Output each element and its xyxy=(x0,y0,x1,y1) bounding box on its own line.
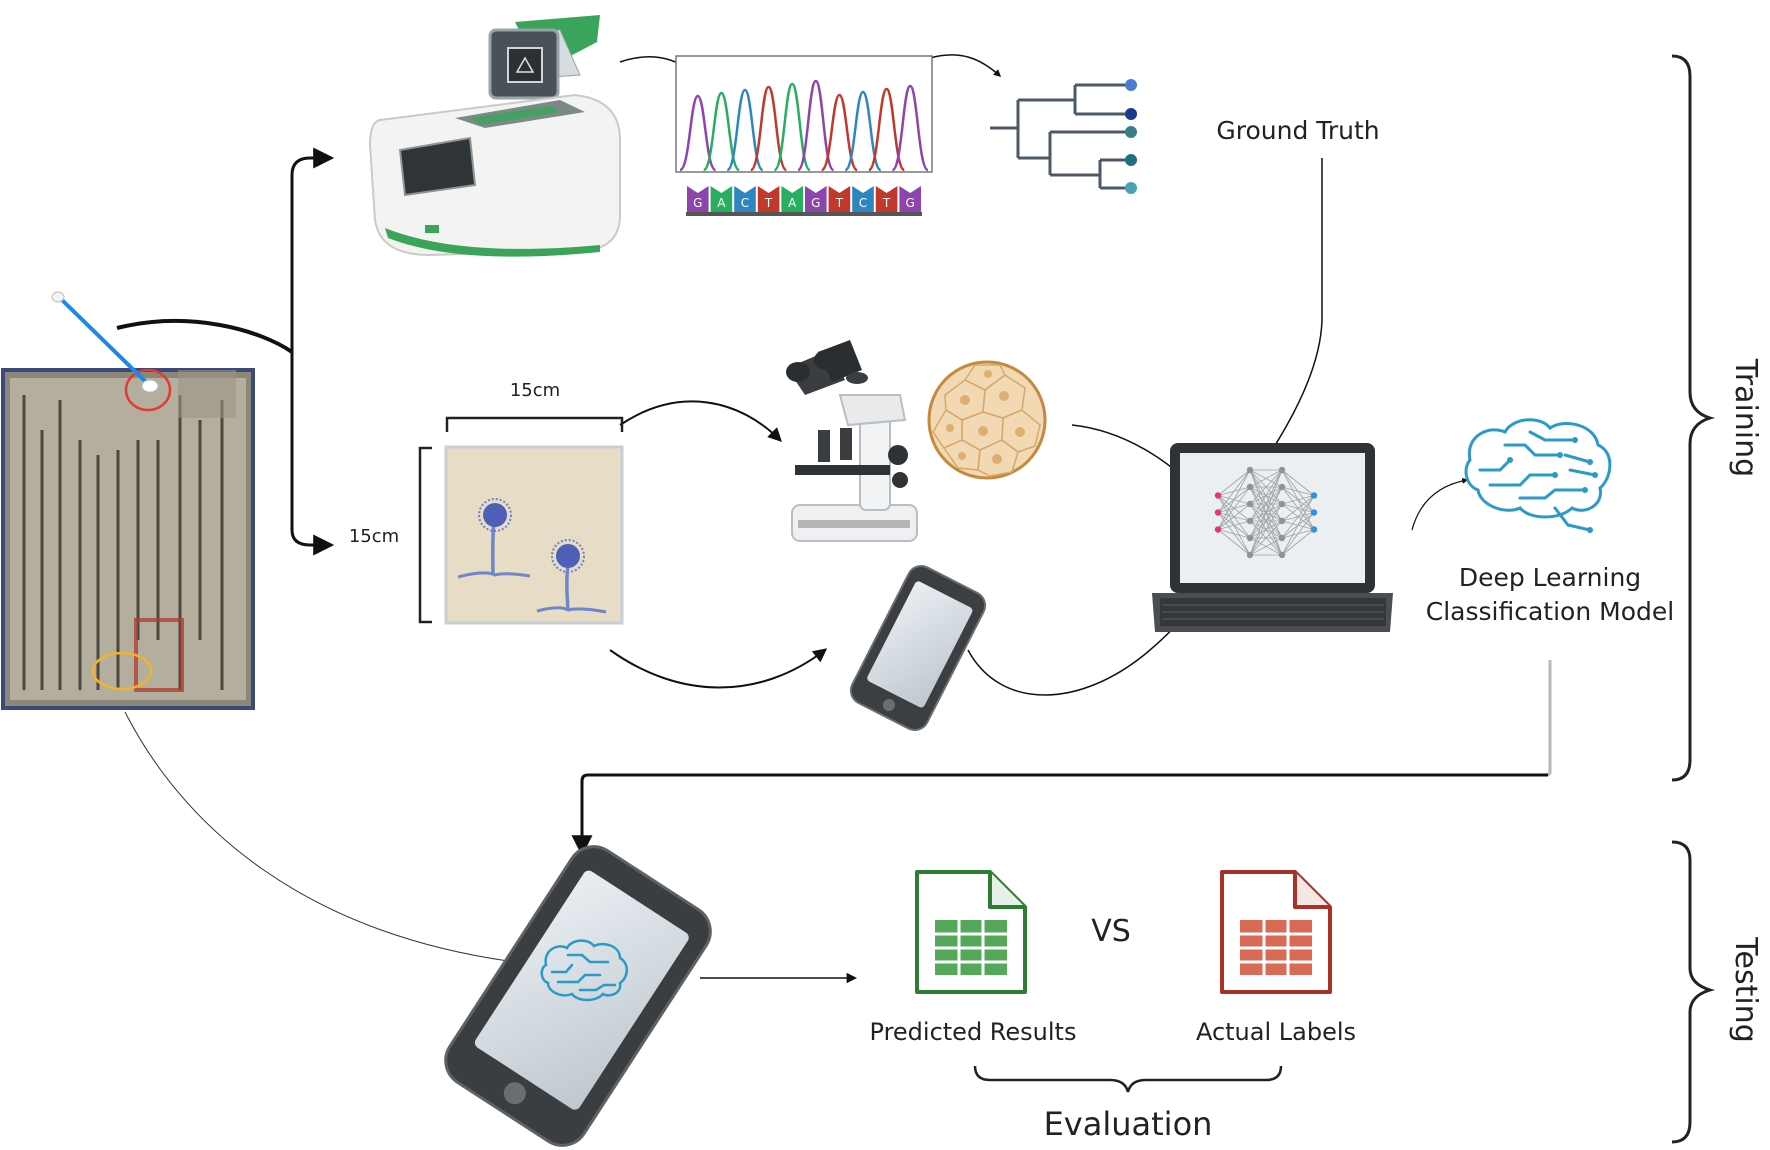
brain-nodes xyxy=(1507,437,1598,533)
base-chip-A: A xyxy=(710,186,733,212)
smartphone-testing-icon xyxy=(444,845,712,1147)
network-node xyxy=(1278,551,1286,559)
tree-nodes xyxy=(1125,79,1137,194)
width-dimension-label: 15cm xyxy=(510,380,560,401)
network-node xyxy=(1246,483,1254,491)
base-letter: T xyxy=(882,196,891,210)
model-label-line1: Deep Learning xyxy=(1459,563,1641,592)
base-chip-T: T xyxy=(875,186,898,212)
microscopy-cell-image xyxy=(927,360,1047,480)
network-node xyxy=(1214,492,1222,499)
network-node xyxy=(1246,466,1254,474)
microscope-icon xyxy=(786,340,918,542)
chromatogram-peaks xyxy=(678,79,930,172)
peak-G xyxy=(891,84,930,172)
network-node xyxy=(1278,483,1286,491)
network-node xyxy=(1278,534,1286,542)
neural-network-edges xyxy=(1217,469,1315,556)
base-chip-G: G xyxy=(805,186,827,212)
network-node xyxy=(1278,500,1286,508)
ground-truth-label: Ground Truth xyxy=(1216,116,1379,145)
swab-icon xyxy=(51,291,159,393)
peak-A xyxy=(773,82,812,172)
network-node xyxy=(1246,500,1254,508)
testing-brace xyxy=(1671,840,1716,1144)
model-label-line2: Classification Model xyxy=(1426,597,1674,626)
base-letter: G xyxy=(811,196,820,210)
testing-label: Testing xyxy=(1728,936,1763,1042)
culture-plate: 15cm 15cm xyxy=(349,380,624,625)
actual-labels-label: Actual Labels xyxy=(1196,1018,1356,1046)
base-letter: G xyxy=(693,196,702,210)
base-letter: C xyxy=(859,196,867,210)
network-node xyxy=(1310,509,1318,516)
network-node xyxy=(1278,466,1286,474)
base-letter: T xyxy=(835,196,844,210)
manuscript-image xyxy=(1,368,255,710)
height-dimension-label: 15cm xyxy=(349,526,399,547)
sample-circle-red xyxy=(124,368,172,412)
training-brace xyxy=(1671,54,1716,782)
laptop-icon xyxy=(1152,443,1393,632)
network-node xyxy=(1278,517,1286,525)
vs-label: VS xyxy=(1091,914,1131,949)
connectors xyxy=(116,54,1552,984)
sample-circle-yellow xyxy=(91,651,153,691)
network-node xyxy=(1214,509,1222,516)
base-chip-G: G xyxy=(687,186,709,212)
actual-labels-doc-icon xyxy=(1220,870,1332,994)
brain-circuit-icon xyxy=(1464,418,1612,532)
base-letter: C xyxy=(741,196,749,210)
phone-brain-icon xyxy=(540,939,628,1002)
network-node xyxy=(1310,492,1318,499)
predicted-results-doc-icon xyxy=(915,870,1027,994)
base-chip-A: A xyxy=(781,186,803,212)
network-node xyxy=(1214,526,1222,533)
phylogenetic-tree-icon xyxy=(990,83,1130,190)
predicted-results-label: Predicted Results xyxy=(870,1018,1077,1046)
network-node xyxy=(1246,534,1254,542)
base-letter: G xyxy=(906,196,915,210)
base-letter: A xyxy=(717,196,726,210)
training-label: Training xyxy=(1728,358,1763,477)
network-node xyxy=(1310,526,1318,533)
fungus-colony-right xyxy=(536,539,607,614)
base-chip-T: T xyxy=(828,186,851,212)
smartphone-training-icon xyxy=(849,565,987,731)
base-letter: T xyxy=(764,196,773,210)
base-chip-C: C xyxy=(852,186,874,212)
base-chip-T: T xyxy=(757,186,780,212)
network-node xyxy=(1246,517,1254,525)
base-chip-C: C xyxy=(734,186,756,212)
neural-network-nodes xyxy=(1214,466,1318,559)
evaluation-brace xyxy=(973,1065,1283,1093)
base-chip-G: G xyxy=(899,186,921,212)
fungus-colony-left xyxy=(457,498,531,579)
network-node xyxy=(1246,551,1254,559)
peak-G xyxy=(796,79,835,172)
evaluation-label: Evaluation xyxy=(1044,1105,1213,1143)
pcr-machine-icon xyxy=(368,15,621,257)
base-letter: A xyxy=(788,196,797,210)
